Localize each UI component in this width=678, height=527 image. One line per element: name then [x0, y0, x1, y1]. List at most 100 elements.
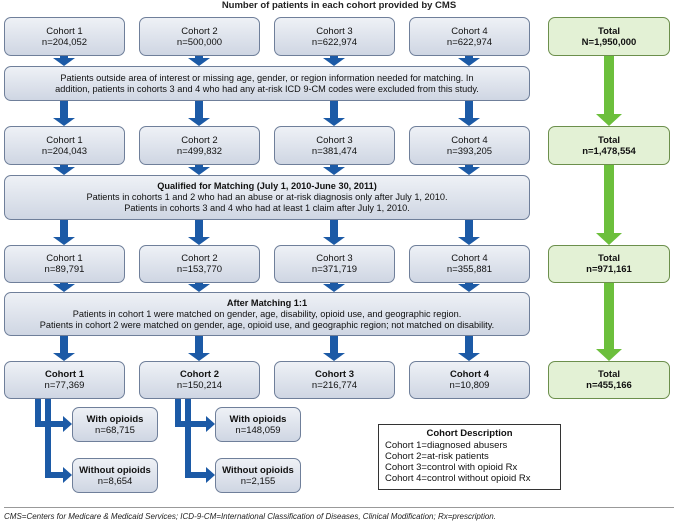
legend-item: Cohort 3=control with opioid Rx — [385, 462, 518, 473]
blue-arrow — [458, 165, 480, 175]
blue-arrow — [188, 283, 210, 292]
cohort-name: Cohort 3 — [316, 253, 353, 264]
row1-cohort-2: Cohort 2 n=500,000 — [139, 17, 260, 56]
row4-cohort-4: Cohort 4 n=10,809 — [409, 361, 530, 399]
branch-stem — [45, 399, 51, 478]
row4-cohort-1: Cohort 1 n=77,369 — [4, 361, 125, 399]
cohort-count: n=10,809 — [449, 380, 490, 391]
total-count: N=1,950,000 — [581, 36, 637, 48]
subgroup-name: Without opioids — [79, 464, 151, 476]
legend-item: Cohort 1=diagnosed abusers — [385, 440, 508, 451]
legend-item: Cohort 4=control without opioid Rx — [385, 473, 531, 484]
row2-cohort-2: Cohort 2 n=499,832 — [139, 126, 260, 165]
branch-arrow — [35, 416, 72, 432]
cohort1-without-opioids: Without opioids n=8,654 — [72, 458, 158, 493]
row3-total: Total n=971,161 — [548, 245, 670, 283]
cohort-count: n=381,474 — [311, 145, 358, 157]
cohort-count: n=371,719 — [311, 264, 358, 275]
exclusion-criteria-box: Patients outside area of interest or mis… — [4, 66, 530, 101]
row2-cohort-4: Cohort 4 n=393,205 — [409, 126, 530, 165]
cohort-count: n=622,974 — [446, 36, 493, 48]
blue-arrow — [188, 220, 210, 245]
blue-arrow — [458, 220, 480, 245]
blue-arrow — [323, 165, 345, 175]
blue-arrow — [458, 336, 480, 361]
subgroup-name: With opioids — [86, 413, 144, 425]
cohort-count: n=153,770 — [176, 264, 223, 275]
matching-line-2: Patients in cohort 2 were matched on gen… — [39, 319, 495, 330]
cohort-count: n=150,214 — [176, 380, 223, 391]
branch-stem — [185, 399, 191, 478]
cohort-count: n=77,369 — [44, 380, 85, 391]
qualified-line-2: Patients in cohorts 3 and 4 who had at l… — [124, 203, 410, 213]
cohort-count: n=499,832 — [176, 145, 223, 157]
row4-cohort-3: Cohort 3 n=216,774 — [274, 361, 395, 399]
blue-arrows — [35, 56, 480, 483]
blue-arrow — [188, 336, 210, 361]
cohort-name: Cohort 2 — [179, 369, 220, 380]
blue-arrow — [188, 56, 210, 66]
row2-cohort-1: Cohort 1 n=204,043 — [4, 126, 125, 165]
subgroup-name: With opioids — [229, 413, 287, 425]
qualified-heading: Qualified for Matching (July 1, 2010-Jun… — [157, 181, 377, 191]
cohort1-with-opioids: With opioids n=68,715 — [72, 407, 158, 442]
row1-cohort-4: Cohort 4 n=622,974 — [409, 17, 530, 56]
blue-arrow — [188, 101, 210, 126]
subgroup-name: Without opioids — [222, 464, 294, 476]
row2-total: Total n=1,478,554 — [548, 126, 670, 165]
cohort2-with-opioids: With opioids n=148,059 — [215, 407, 301, 442]
row1-cohort-3: Cohort 3 n=622,974 — [274, 17, 395, 56]
branch-arrow — [175, 416, 215, 432]
cohort-count: n=500,000 — [176, 36, 223, 48]
cohort-name: Cohort 4 — [451, 25, 488, 37]
cohort-name: Cohort 4 — [451, 134, 488, 146]
footnote: CMS=Centers for Medicare & Medicaid Serv… — [4, 507, 674, 521]
cohort-name: Cohort 1 — [44, 369, 85, 380]
blue-arrow — [323, 220, 345, 245]
matching-heading: After Matching 1:1 — [226, 297, 308, 308]
subgroup-count: n=68,715 — [95, 424, 135, 436]
total-count: n=971,161 — [586, 264, 632, 275]
blue-arrow — [458, 56, 480, 66]
branch-arrow — [45, 467, 72, 483]
blue-arrow — [53, 101, 75, 126]
green-arrows — [596, 56, 622, 361]
total-name: Total — [598, 369, 620, 380]
total-name: Total — [598, 134, 620, 146]
blue-arrow — [53, 220, 75, 245]
row3-cohort-1: Cohort 1 n=89,791 — [4, 245, 125, 283]
row1-total: Total N=1,950,000 — [548, 17, 670, 56]
qualified-line-1: Patients in cohorts 1 and 2 who had an a… — [86, 192, 448, 202]
branch-stem — [35, 399, 41, 427]
total-count: n=455,166 — [586, 380, 632, 391]
row1-cohort-1: Cohort 1 n=204,052 — [4, 17, 125, 56]
legend-item: Cohort 2=at-risk patients — [385, 451, 489, 462]
cohort-name: Cohort 2 — [181, 134, 218, 146]
row3-cohort-2: Cohort 2 n=153,770 — [139, 245, 260, 283]
cohort-count: n=622,974 — [311, 36, 358, 48]
green-arrow — [596, 165, 622, 245]
cohort-name: Cohort 4 — [449, 369, 490, 380]
cohort-name: Cohort 3 — [316, 25, 353, 37]
qualified-for-matching-box: Qualified for Matching (July 1, 2010-Jun… — [4, 175, 530, 220]
matching-line-1: Patients in cohort 1 were matched on gen… — [72, 308, 462, 319]
total-name: Total — [598, 253, 620, 264]
cohort-description-legend: Cohort Description Cohort 1=diagnosed ab… — [378, 424, 561, 490]
cohort-name: Cohort 1 — [46, 25, 83, 37]
cohort-name: Cohort 2 — [181, 25, 218, 37]
cohort-count: n=216,774 — [311, 380, 358, 391]
after-matching-box: After Matching 1:1 Patients in cohort 1 … — [4, 292, 530, 336]
cohort-name: Cohort 1 — [46, 134, 83, 146]
blue-arrow — [53, 283, 75, 292]
blue-arrow — [53, 336, 75, 361]
subgroup-count: n=148,059 — [235, 424, 281, 436]
blue-arrow — [323, 283, 345, 292]
blue-arrow — [323, 336, 345, 361]
branch-stem — [175, 399, 181, 427]
blue-arrow — [53, 165, 75, 175]
branch-arrow — [185, 467, 215, 483]
diagram-title: Number of patients in each cohort provid… — [221, 0, 457, 11]
subgroup-count: n=2,155 — [240, 475, 276, 487]
exclusion-line-1: Patients outside area of interest or mis… — [60, 72, 474, 83]
